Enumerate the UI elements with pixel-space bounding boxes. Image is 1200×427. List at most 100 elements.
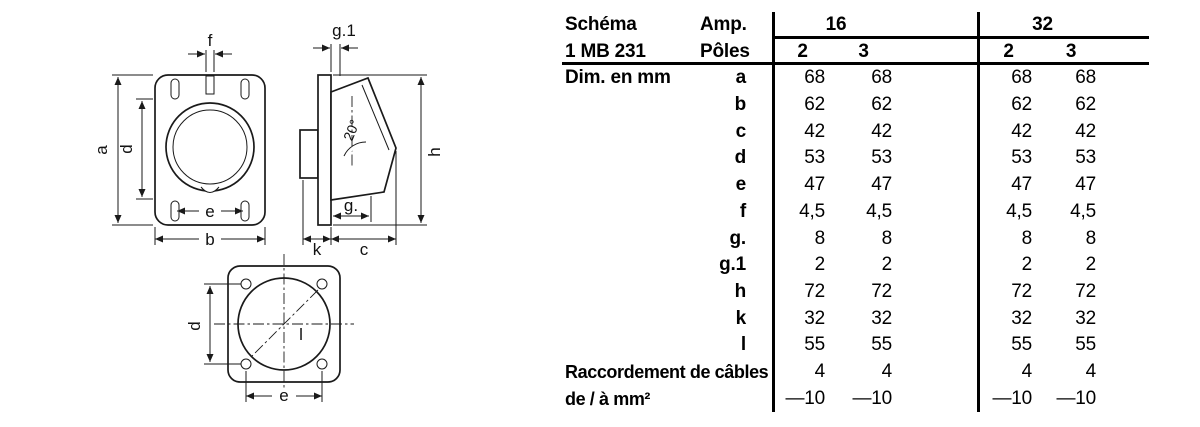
group-separator bbox=[897, 119, 977, 146]
dim-label-a: a bbox=[92, 145, 111, 155]
row-label-spacer bbox=[562, 306, 700, 333]
table-tail bbox=[1105, 119, 1149, 146]
dim-value: 8 bbox=[977, 225, 1037, 253]
dim-value: 8 bbox=[772, 225, 830, 253]
dim-value: 68 bbox=[1075, 67, 1096, 89]
dim-value: 62 bbox=[772, 92, 830, 119]
dim-value: 4,5 bbox=[866, 200, 892, 222]
side-view-drawing: 20° g.1 h g. k c bbox=[299, 21, 444, 259]
dim-letter: h bbox=[734, 280, 747, 302]
dimension-table: Schéma Amp. 16 32 1 MB 231 Pôles 2 3 2 3… bbox=[562, 12, 1149, 413]
dim-value: 42 bbox=[772, 118, 830, 146]
group-separator bbox=[897, 359, 977, 386]
table-tail bbox=[1105, 252, 1149, 279]
row-label-spacer bbox=[562, 279, 700, 306]
dim-label-l: l bbox=[299, 325, 303, 344]
dim-label-h: h bbox=[425, 147, 444, 156]
amp-group-16: 16 bbox=[772, 12, 897, 39]
row-label-spacer bbox=[562, 332, 700, 359]
amp-group-32: 32 bbox=[977, 12, 1105, 39]
table-tail bbox=[1105, 12, 1149, 39]
dim-value: 62 bbox=[977, 92, 1037, 119]
group-separator bbox=[897, 226, 977, 253]
angle-label: 20° bbox=[340, 117, 363, 143]
dim-value: 47 bbox=[772, 172, 830, 199]
group-separator bbox=[897, 306, 977, 333]
dim-value: 47 bbox=[871, 174, 892, 196]
dim-letter: d bbox=[734, 147, 747, 169]
keyway-notch bbox=[200, 186, 220, 193]
table-tail bbox=[1105, 65, 1149, 92]
dim-value: 55 bbox=[772, 332, 830, 359]
dim-letter: e bbox=[735, 174, 747, 196]
dim-value: 55 bbox=[871, 334, 892, 356]
fixing-hole bbox=[316, 358, 328, 370]
group-separator bbox=[897, 279, 977, 306]
dim-value: 68 bbox=[772, 65, 830, 93]
plate-view-drawing: l d e bbox=[185, 254, 354, 405]
dim-value: 53 bbox=[772, 145, 830, 173]
poles-16-3: 3 bbox=[830, 39, 897, 66]
dim-value: 55 bbox=[1075, 334, 1096, 356]
table-tail bbox=[1105, 386, 1149, 413]
side-flange bbox=[317, 74, 332, 226]
dim-value: 4,5 bbox=[1070, 200, 1096, 222]
row-label-spacer bbox=[562, 226, 700, 253]
dim-value: 68 bbox=[977, 65, 1037, 93]
dim-label-d-plate: d bbox=[185, 321, 204, 330]
cable-value: 4 bbox=[977, 358, 1037, 386]
dim-value: 32 bbox=[772, 305, 830, 333]
group-separator bbox=[897, 12, 977, 39]
dim-value: 53 bbox=[1075, 147, 1096, 169]
panel-cutout-circle bbox=[237, 277, 331, 371]
dim-value: 2 bbox=[1085, 254, 1097, 276]
dim-label-d-front: d bbox=[117, 144, 136, 153]
group-separator bbox=[897, 199, 977, 226]
group-separator bbox=[897, 252, 977, 279]
fixing-hole bbox=[316, 278, 328, 290]
group-separator bbox=[897, 386, 977, 413]
dim-label-e-plate: e bbox=[279, 386, 288, 405]
cable-section-label: de / à mm² bbox=[565, 388, 651, 409]
dim-value: 53 bbox=[871, 147, 892, 169]
dim-value: 32 bbox=[871, 307, 892, 329]
dim-value: 8 bbox=[1085, 227, 1097, 249]
dim-value: 72 bbox=[977, 278, 1037, 306]
dim-value: 62 bbox=[871, 94, 892, 116]
schema-label: Schéma bbox=[565, 14, 637, 35]
dim-label-c: c bbox=[360, 240, 369, 259]
dim-value: 4,5 bbox=[772, 198, 830, 226]
row-label-spacer bbox=[562, 252, 700, 279]
technical-drawings: f a d e b bbox=[92, 21, 444, 405]
table-tail bbox=[1105, 199, 1149, 226]
dim-label-e-front: e bbox=[205, 202, 214, 221]
dim-letter: l bbox=[740, 334, 746, 356]
cable-value: 4 bbox=[1085, 360, 1097, 382]
dim-value: 32 bbox=[977, 305, 1037, 333]
group-separator bbox=[897, 39, 977, 66]
dim-value: 32 bbox=[1075, 307, 1096, 329]
dim-value: 42 bbox=[871, 120, 892, 142]
dim-label-g1: g.1 bbox=[332, 21, 356, 40]
table-tail bbox=[1105, 92, 1149, 119]
poles-32-2: 2 bbox=[977, 38, 1037, 66]
dim-value: 2 bbox=[977, 252, 1037, 279]
dim-value: 2 bbox=[881, 254, 893, 276]
dim-value: 68 bbox=[871, 67, 892, 89]
group-separator bbox=[897, 65, 977, 92]
schema-value: 1 MB 231 bbox=[562, 39, 700, 66]
table-tail bbox=[1105, 279, 1149, 306]
dim-value: 55 bbox=[977, 332, 1037, 359]
socket-recess-circle bbox=[172, 109, 248, 185]
row-label-spacer bbox=[562, 145, 700, 172]
poles-32-3: 3 bbox=[1037, 39, 1105, 66]
poles-column-header: Pôles bbox=[700, 39, 772, 66]
dim-value: 8 bbox=[881, 227, 893, 249]
table-tail bbox=[1105, 226, 1149, 253]
table-tail bbox=[1105, 172, 1149, 199]
dim-label-g: g. bbox=[344, 196, 358, 215]
rear-body bbox=[299, 129, 319, 179]
table-tail bbox=[1105, 359, 1149, 386]
cable-value: 4 bbox=[881, 360, 893, 382]
inclined-socket-body bbox=[330, 76, 397, 201]
